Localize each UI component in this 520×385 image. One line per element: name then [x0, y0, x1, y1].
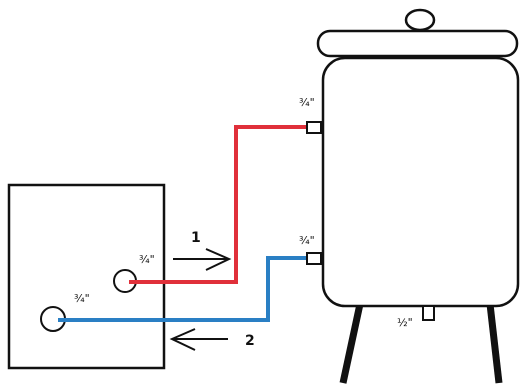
tank-drain-size-label: ½": [397, 316, 413, 329]
tank-lid: [316, 29, 519, 58]
tank-leg-left: [339, 303, 364, 384]
tank-body: [321, 56, 520, 308]
flow-return-arrow: [169, 328, 228, 351]
heater-lower-size-label: ¾": [74, 292, 90, 305]
tank-drain-fitting: [422, 305, 435, 321]
heater-upper-size-label: ¾": [139, 253, 155, 266]
tank-lower-size-label: ¾": [299, 234, 315, 247]
flow-out-number: 1: [191, 230, 201, 246]
flow-out-arrow: [173, 248, 232, 271]
tank-upper-size-label: ¾": [299, 96, 315, 109]
return-pipe: [55, 256, 307, 322]
flow-return-number: 2: [245, 333, 255, 349]
supply-pipe: [131, 125, 307, 284]
tank-lower-fitting: [306, 252, 322, 265]
tank-upper-fitting: [306, 121, 322, 134]
tank-leg-right: [486, 303, 503, 384]
heater-box: [7, 183, 166, 370]
tank-lid-knob: [404, 8, 436, 32]
